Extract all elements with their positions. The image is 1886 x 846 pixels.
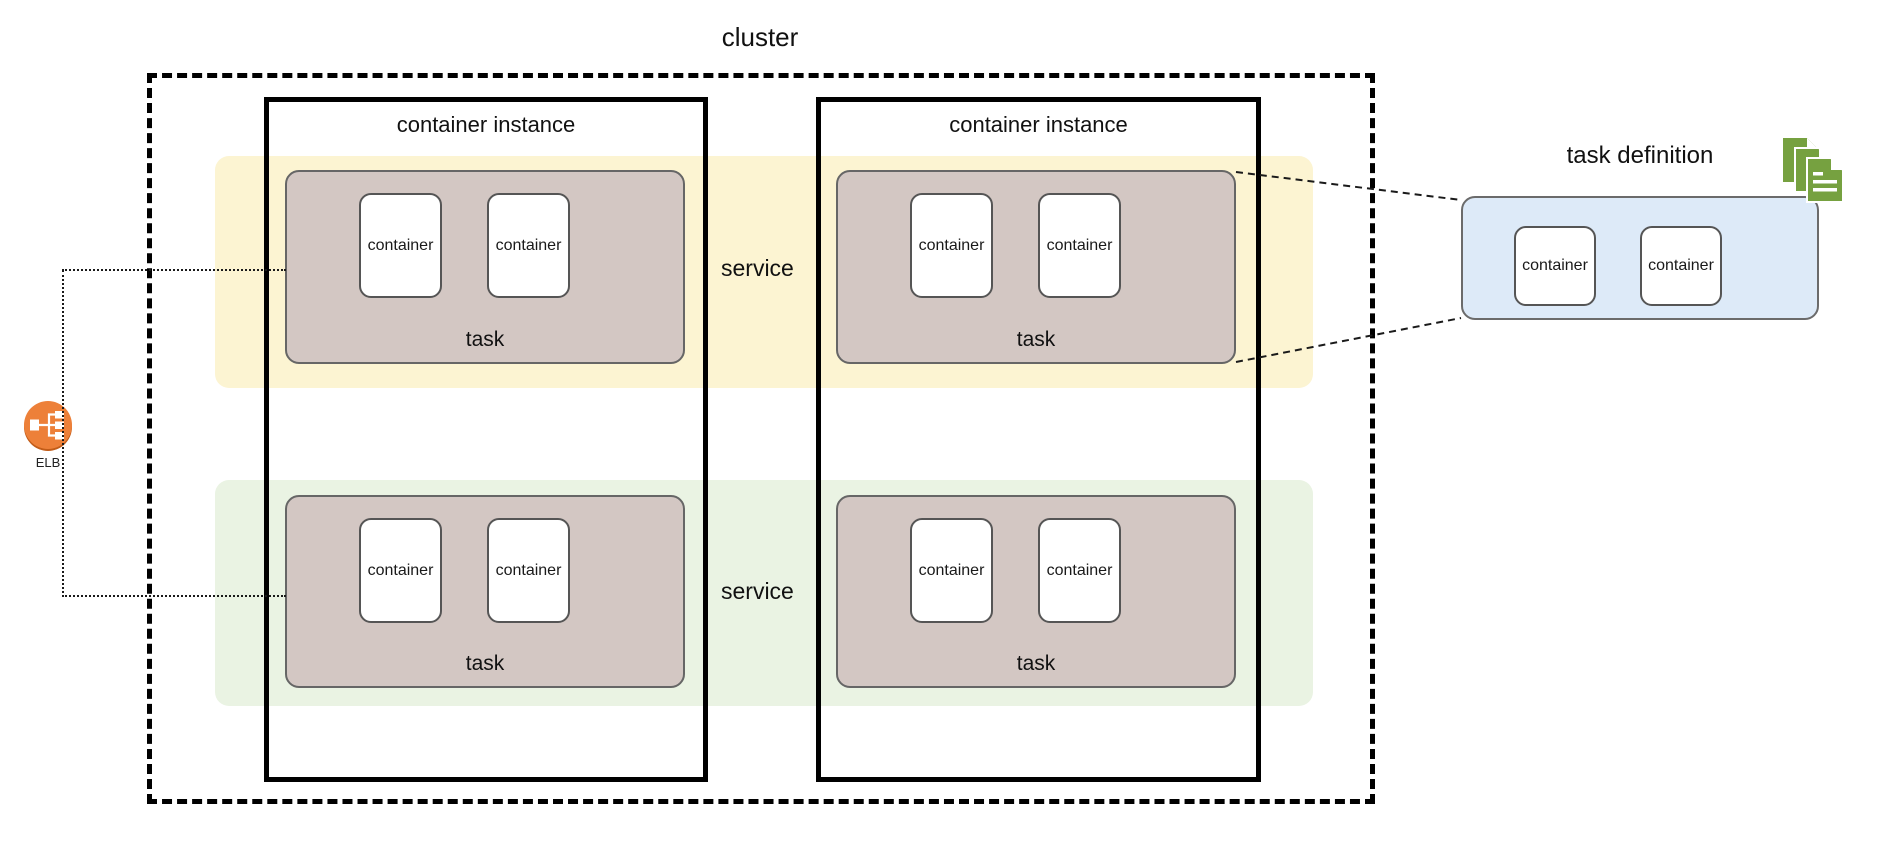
- task-label: task: [465, 652, 505, 675]
- stacked-documents-icon: [1783, 138, 1844, 203]
- container-instance-2-title: container instance: [949, 112, 1128, 137]
- container-instance-1: [264, 97, 708, 782]
- elb-connector-to-top-service: [62, 269, 286, 271]
- elb-icon: [24, 401, 72, 451]
- task-definition-box: container container: [1461, 196, 1819, 320]
- task-label: task: [1016, 652, 1056, 675]
- container-box: container: [359, 193, 442, 298]
- container-box: container: [1038, 518, 1121, 623]
- service-label-bottom: service: [721, 578, 794, 604]
- cluster-boundary: [147, 73, 1375, 804]
- container-box: container: [1038, 193, 1121, 298]
- elb-connector-vertical: [62, 270, 64, 597]
- elb-label: ELB: [35, 455, 61, 470]
- elb-connector-to-bottom-service: [62, 595, 286, 597]
- container-box: container: [910, 518, 993, 623]
- task-instance2-top: container container task: [836, 170, 1236, 364]
- task-instance2-bottom: container container task: [836, 495, 1236, 688]
- cluster-title: cluster: [721, 22, 799, 52]
- container-instance-2: [816, 97, 1261, 782]
- container-box: container: [1640, 226, 1722, 306]
- container-box: container: [910, 193, 993, 298]
- task-instance1-top: container container task: [285, 170, 685, 364]
- service-label-top: service: [721, 255, 794, 281]
- task-instance1-bottom: container container task: [285, 495, 685, 688]
- container-box: container: [487, 193, 570, 298]
- task-label: task: [465, 328, 505, 351]
- container-box: container: [359, 518, 442, 623]
- task-label: task: [1016, 328, 1056, 351]
- container-instance-1-title: container instance: [396, 112, 576, 137]
- container-box: container: [1514, 226, 1596, 306]
- task-definition-title: task definition: [1566, 142, 1714, 169]
- container-box: container: [487, 518, 570, 623]
